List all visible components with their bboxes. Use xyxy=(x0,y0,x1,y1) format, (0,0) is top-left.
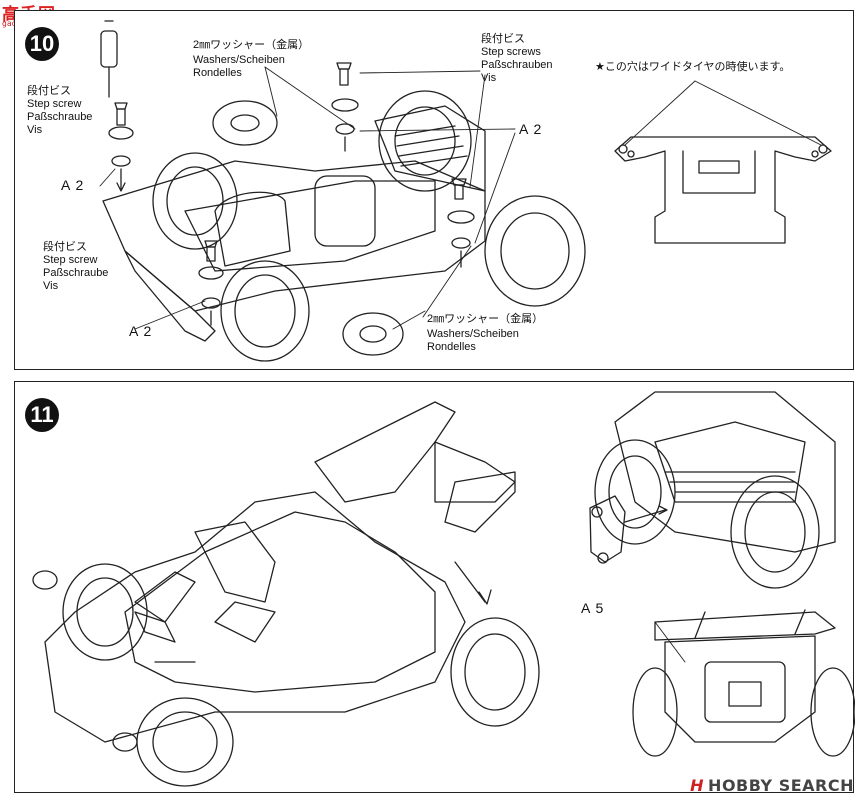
part-tag-a2-bottom: A 2 xyxy=(129,323,153,339)
screwdriver-icon xyxy=(100,20,118,98)
step-11-assembly-illustration xyxy=(32,391,855,787)
wheels xyxy=(152,90,586,362)
washers-bottom-label: 2㎜ワッシャー（金属） Washers/Scheiben Rondelles xyxy=(427,313,544,353)
chassis-outline xyxy=(102,105,486,342)
wide-tire-bumper-diagram xyxy=(614,80,832,244)
step-11-number: 11 xyxy=(25,398,59,432)
main-car-wheels xyxy=(32,563,540,787)
wide-tire-note: ★この穴はワイドタイヤの時使います。 xyxy=(595,61,791,73)
loose-tires xyxy=(212,100,404,356)
part-tag-a2-left: A 2 xyxy=(61,177,85,193)
step-11-panel: 11 xyxy=(14,381,855,793)
rear-view-upper xyxy=(589,391,836,589)
step-10-number: 10 xyxy=(25,27,59,61)
main-car-outline xyxy=(44,401,516,743)
step-screw-left-upper-label: 段付ビス Step screw Paßschraube Vis xyxy=(27,85,93,136)
step-screws xyxy=(108,62,475,326)
step-10-assembly-illustration xyxy=(99,20,832,362)
hobby-search-mark: H xyxy=(690,776,705,795)
hobby-search-text: HOBBY SEARCH xyxy=(708,776,854,795)
step-screws-top-label: 段付ビス Step screws Paßschrauben Vis xyxy=(481,33,553,84)
washers-top-label: 2㎜ワッシャー（金属） Washers/Scheiben Rondelles xyxy=(193,39,310,79)
leader-lines xyxy=(99,66,516,330)
step-10-panel: 10 xyxy=(14,10,854,370)
part-tag-a2-right: A 2 xyxy=(519,121,543,137)
rear-view-lower xyxy=(632,609,855,757)
part-tag-a5: A 5 xyxy=(581,600,605,616)
step-screw-left-lower-label: 段付ビス Step screw Paßschraube Vis xyxy=(43,241,109,292)
